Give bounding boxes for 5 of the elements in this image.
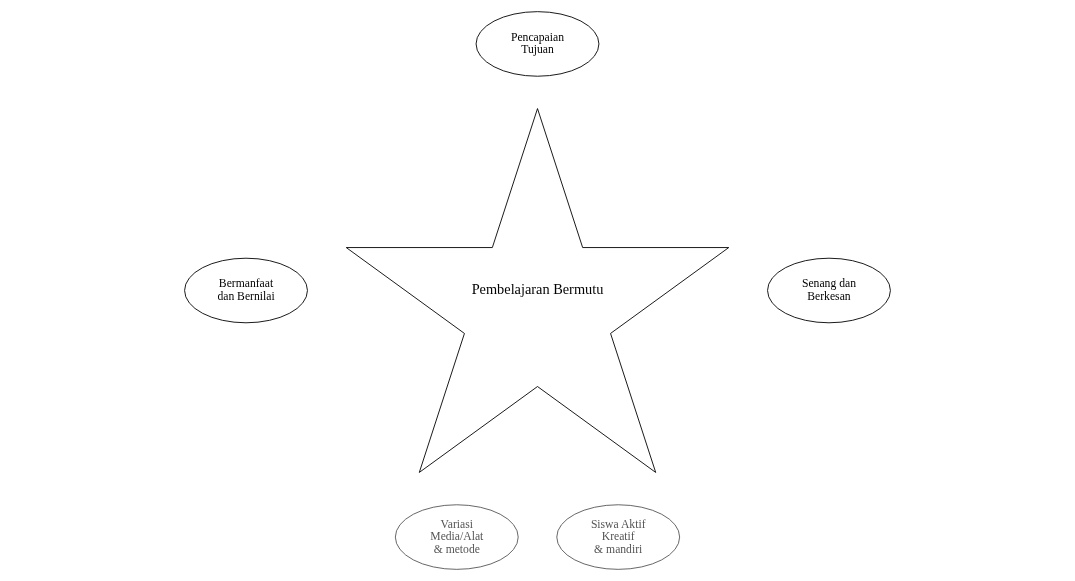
node-ellipse: Siswa Aktif Kreatif & mandiri — [556, 504, 681, 570]
node-ellipse: Bermanfaat dan Bernilai — [184, 257, 308, 324]
node-ellipse: Senang dan Berkesan — [767, 257, 891, 324]
node-ellipse: Pencapaian Tujuan — [475, 11, 600, 77]
node-ellipse: Variasi Media/Alat & metode — [394, 504, 519, 570]
